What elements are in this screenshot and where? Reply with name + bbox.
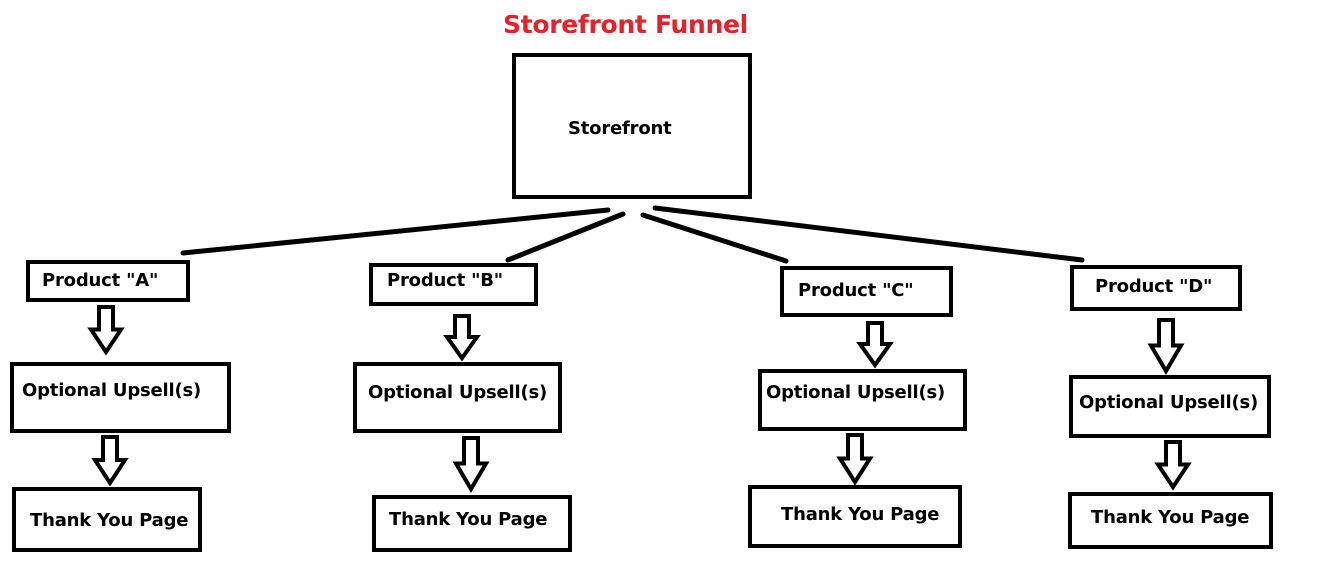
upsell-c-label: Optional Upsell(s) <box>766 382 946 403</box>
product-d-label: Product "D" <box>1095 276 1213 297</box>
thank-you-a-label: Thank You Page <box>30 510 189 531</box>
product-a-box <box>26 260 190 302</box>
upsell-a-label: Optional Upsell(s) <box>22 380 202 401</box>
arrow-product-a-to-upsell-icon <box>87 305 125 356</box>
thank-you-a-box <box>12 487 202 552</box>
product-c-label: Product "C" <box>798 280 914 301</box>
connector-storefront-to-product-b <box>505 211 626 263</box>
upsell-b-label: Optional Upsell(s) <box>368 382 548 403</box>
storefront-label: Storefront <box>568 118 672 139</box>
upsell-a-box <box>10 362 231 433</box>
thank-you-b-box <box>372 495 572 552</box>
connector-storefront-to-product-c <box>640 212 789 264</box>
arrow-product-d-to-upsell-icon <box>1147 318 1185 375</box>
thank-you-c-label: Thank You Page <box>781 504 940 525</box>
upsell-b-box <box>353 362 562 433</box>
upsell-c-box <box>758 369 967 431</box>
arrow-upsell-d-to-thank-you-icon <box>1154 440 1192 491</box>
product-b-box <box>369 263 538 306</box>
arrow-upsell-b-to-thank-you-icon <box>452 436 490 493</box>
connector-storefront-to-product-d <box>652 205 1085 263</box>
upsell-d-box <box>1069 375 1271 438</box>
product-b-label: Product "B" <box>387 270 503 291</box>
arrow-product-c-to-upsell-icon <box>856 321 894 369</box>
storefront-box <box>512 53 752 199</box>
arrow-upsell-c-to-thank-you-icon <box>836 433 874 486</box>
product-c-box <box>780 266 953 317</box>
connector-storefront-to-product-a <box>180 207 611 256</box>
arrow-product-b-to-upsell-icon <box>443 314 481 362</box>
arrow-upsell-a-to-thank-you-icon <box>91 435 129 487</box>
thank-you-d-label: Thank You Page <box>1091 507 1250 528</box>
product-a-label: Product "A" <box>42 270 159 291</box>
thank-you-b-label: Thank You Page <box>389 509 548 530</box>
diagram-title: Storefront Funnel <box>503 10 748 39</box>
upsell-d-label: Optional Upsell(s) <box>1079 392 1259 413</box>
thank-you-d-box <box>1068 492 1273 549</box>
product-d-box <box>1070 265 1242 311</box>
thank-you-c-box <box>748 485 962 548</box>
